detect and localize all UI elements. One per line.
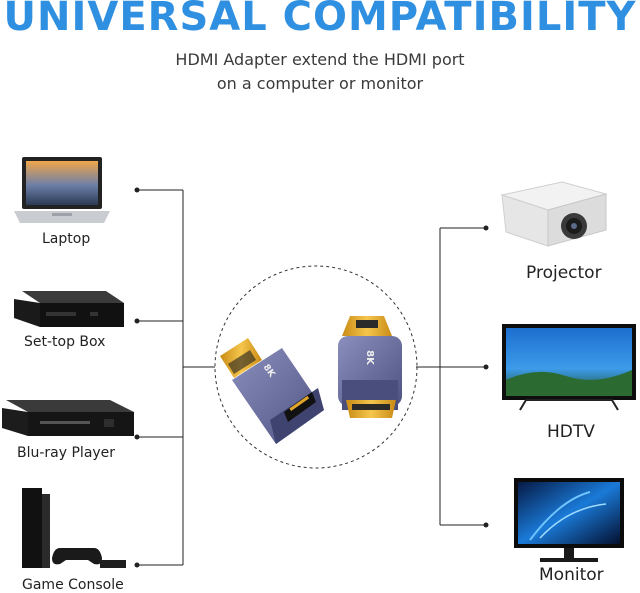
monitor-icon [514,478,624,562]
adapter-male-badge: 8K [363,350,375,365]
right-connector-lines [416,227,486,526]
game-console-label: Game Console [22,577,124,593]
game-console-icon [22,488,126,568]
hdtv-icon [502,324,636,411]
subtitle-line-2: on a computer or monitor [216,74,424,93]
blu-ray-player-icon [2,400,134,436]
set-top-box-icon [14,291,124,327]
left-connector-lines [137,189,215,566]
hdmi-adapter-female-icon [220,338,324,444]
blu-ray-player-label: Blu-ray Player [17,445,116,461]
monitor-label: Monitor [539,565,604,585]
set-top-box-label: Set-top Box [24,334,106,350]
adapter-highlight-circle [214,265,418,469]
projector-label: Projector [526,263,602,283]
subtitle-line-1: HDMI Adapter extend the HDMI port [175,50,465,69]
left-connector-dots [134,187,140,568]
laptop-label: Laptop [42,231,91,247]
projector-icon [500,181,608,247]
right-connector-dots [483,225,489,528]
hdmi-adapter-male-icon [338,316,402,418]
hdtv-label: HDTV [547,422,595,442]
page-heading: UNIVERSAL COMPATIBILITY [3,0,637,40]
laptop-icon [14,157,110,223]
